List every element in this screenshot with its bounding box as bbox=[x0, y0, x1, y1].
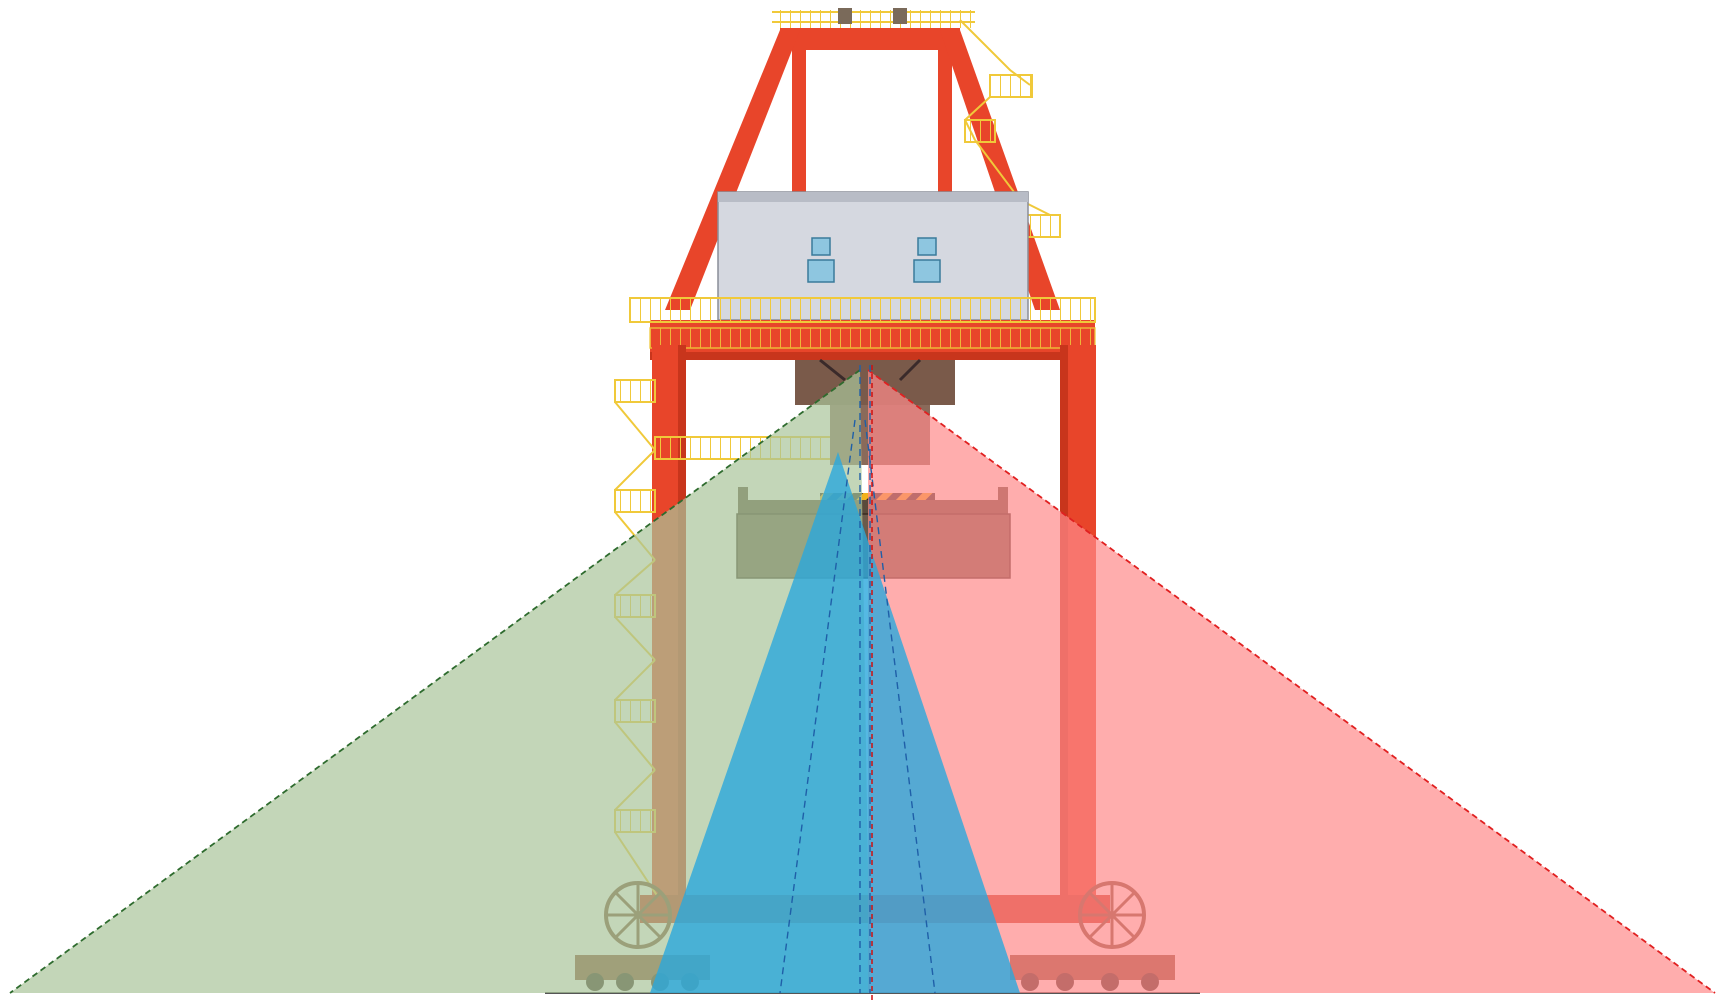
window-left-top bbox=[812, 238, 830, 255]
main-girder-shadow bbox=[650, 352, 1095, 360]
top-railing bbox=[772, 10, 975, 28]
top-beam bbox=[780, 28, 960, 50]
trolley-house-roof bbox=[718, 192, 1028, 202]
inner-post-left bbox=[792, 50, 806, 195]
window-right-top bbox=[918, 238, 936, 255]
window-left-bottom bbox=[808, 260, 834, 282]
window-right-bottom bbox=[914, 260, 940, 282]
inner-post-right bbox=[938, 50, 952, 195]
girder-railing bbox=[630, 298, 1095, 348]
